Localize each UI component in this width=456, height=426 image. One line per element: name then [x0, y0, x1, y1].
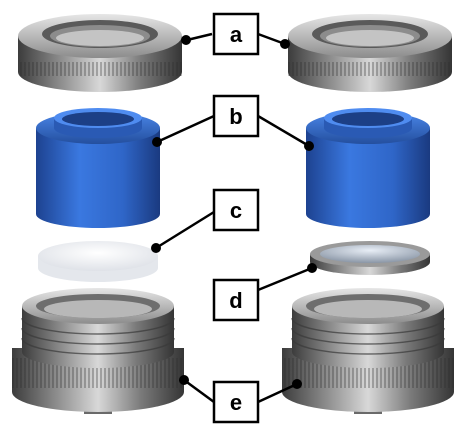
label-b: b	[229, 104, 242, 129]
blue-sleeve-left	[36, 108, 160, 228]
blue-sleeve-right	[306, 108, 430, 228]
label-box-e: e	[212, 380, 260, 424]
cap-nut-left	[18, 14, 182, 92]
label-box-d: d	[212, 278, 260, 322]
glass-window-disc	[310, 241, 430, 275]
label-e: e	[230, 390, 242, 415]
leader-dots	[151, 35, 317, 389]
label-box-b: b	[212, 94, 260, 138]
white-disc	[38, 241, 158, 282]
threaded-base-right	[282, 288, 454, 414]
leader-lines	[155, 32, 313, 404]
label-box-c: c	[212, 188, 260, 232]
cap-nut-right	[288, 14, 452, 92]
label-box-a: a	[212, 12, 260, 56]
threaded-base-left	[12, 288, 184, 414]
label-c: c	[230, 198, 242, 223]
label-d: d	[229, 288, 242, 313]
label-a: a	[230, 22, 243, 47]
